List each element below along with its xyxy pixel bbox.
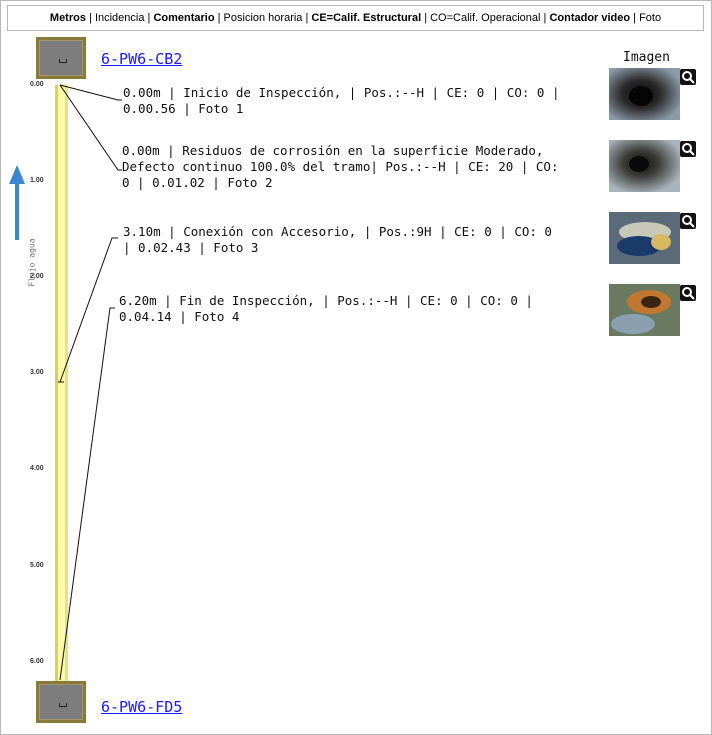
observation-line: 0 | 0.01.02 | Foto 2 bbox=[122, 175, 273, 190]
observation-3: 3.10m | Conexión con Accesorio, | Pos.:9… bbox=[123, 224, 552, 256]
observation-line: 3.10m | Conexión con Accesorio, | Pos.:9… bbox=[123, 224, 552, 239]
legend-ce: CE=Calif. Estructural bbox=[311, 12, 422, 24]
tick-label: 3.00 bbox=[30, 369, 44, 376]
zoom-photo-2-icon[interactable] bbox=[680, 141, 696, 157]
tick-label: 5.00 bbox=[30, 562, 44, 569]
tick-label: 2.00 bbox=[30, 273, 44, 280]
legend-incidencia: | Incidencia | bbox=[85, 12, 154, 24]
manhole-end-icon[interactable] bbox=[36, 681, 86, 723]
tick-label: 6.00 bbox=[30, 658, 44, 665]
node-end-link[interactable]: 6-PW6-FD5 bbox=[101, 698, 183, 716]
observation-line: 6.20m | Fin de Inspección, | Pos.:--H | … bbox=[119, 293, 533, 308]
legend-header: Metros | Incidencia | Comentario | Posic… bbox=[7, 5, 704, 31]
observation-line: Defecto continuo 100.0% del tramo| Pos.:… bbox=[122, 159, 559, 174]
pipe-segment bbox=[55, 85, 68, 685]
leader-line-2 bbox=[59, 84, 122, 171]
observation-2: 0.00m | Residuos de corrosión en la supe… bbox=[122, 143, 559, 191]
legend-foto: | Foto bbox=[630, 12, 662, 24]
observation-line: 0.00m | Residuos de corrosión en la supe… bbox=[122, 143, 544, 158]
photo-3-thumbnail[interactable] bbox=[609, 212, 680, 264]
legend-contador: Contador video bbox=[549, 12, 631, 24]
manhole-start-icon[interactable] bbox=[36, 37, 86, 79]
legend-comentario: Comentario bbox=[153, 12, 215, 24]
tick-label: 4.00 bbox=[30, 465, 44, 472]
observation-4: 6.20m | Fin de Inspección, | Pos.:--H | … bbox=[119, 293, 533, 325]
image-column-title: Imagen bbox=[623, 50, 670, 65]
tick-label: 0.00 bbox=[30, 81, 44, 88]
legend-co: | CO=Calif. Operacional | bbox=[421, 12, 550, 24]
photo-4-thumbnail[interactable] bbox=[609, 284, 680, 336]
observation-line: | 0.02.43 | Foto 3 bbox=[123, 240, 259, 255]
zoom-photo-3-icon[interactable] bbox=[680, 213, 696, 229]
leader-line-3 bbox=[59, 237, 118, 383]
zoom-photo-4-icon[interactable] bbox=[680, 285, 696, 301]
legend-posicion: | Posicion horaria | bbox=[214, 12, 312, 24]
flow-label: Flujo agua bbox=[27, 238, 37, 287]
leader-line-1 bbox=[59, 84, 122, 101]
node-start-link[interactable]: 6-PW6-CB2 bbox=[101, 50, 183, 68]
leader-line-4 bbox=[59, 307, 115, 681]
tick-label: 1.00 bbox=[30, 177, 44, 184]
flow-arrow-icon bbox=[9, 165, 25, 240]
observation-line: 0.00.56 | Foto 1 bbox=[123, 101, 244, 116]
zoom-photo-1-icon[interactable] bbox=[680, 69, 696, 85]
observation-line: 0.04.14 | Foto 4 bbox=[119, 309, 240, 324]
photo-1-thumbnail[interactable] bbox=[609, 68, 680, 120]
observation-1: 0.00m | Inicio de Inspección, | Pos.:--H… bbox=[123, 85, 560, 117]
legend-metros: Metros bbox=[49, 12, 86, 24]
photo-2-thumbnail[interactable] bbox=[609, 140, 680, 192]
observation-line: 0.00m | Inicio de Inspección, | Pos.:--H… bbox=[123, 85, 560, 100]
